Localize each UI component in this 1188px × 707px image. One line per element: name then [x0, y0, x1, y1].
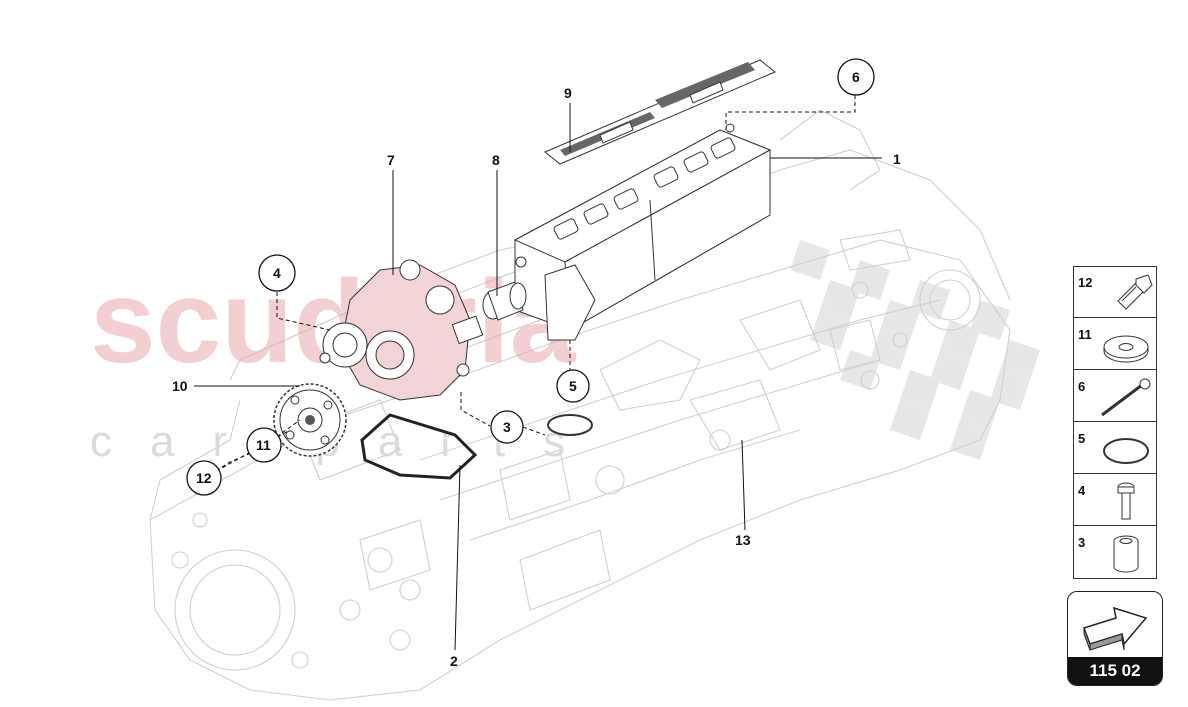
callout-1-label: 1 [893, 151, 901, 167]
callout-4-label: 4 [273, 265, 281, 281]
part-2-gasket [360, 413, 478, 480]
callout-2-label: 2 [450, 653, 458, 669]
legend-number: 11 [1078, 327, 1092, 342]
callout-13[interactable]: 13 [735, 532, 751, 548]
callout-12-label: 12 [196, 470, 212, 486]
part-10-sprocket [273, 383, 347, 457]
legend-number: 6 [1078, 379, 1086, 394]
legend-number: 3 [1078, 535, 1086, 550]
part-5-o-ring [547, 414, 593, 436]
legend-number: 4 [1078, 483, 1086, 498]
watermark-brand: scuderia [90, 256, 577, 388]
callout-7[interactable]: 7 [387, 152, 395, 168]
bolt-icon [1117, 274, 1153, 310]
part-7-oil-pump [319, 259, 484, 401]
callout-10[interactable]: 10 [172, 378, 188, 394]
callout-5[interactable]: 5 [556, 369, 590, 403]
leader-lines [194, 95, 882, 651]
washer-icon [1103, 335, 1149, 363]
callout-12[interactable]: 12 [186, 460, 222, 496]
callout-6-label: 6 [852, 69, 860, 85]
legend-row-long-bolt[interactable]: 6 [1074, 371, 1156, 422]
callout-6[interactable]: 6 [837, 58, 875, 96]
fastener-legend: 12 11 6 5 4 3 [1073, 266, 1157, 579]
callout-8[interactable]: 8 [492, 152, 500, 168]
callout-4[interactable]: 4 [258, 254, 296, 292]
part-9-screen-gasket [544, 59, 776, 165]
legend-number: 12 [1078, 275, 1093, 290]
legend-row-washer[interactable]: 11 [1074, 319, 1156, 370]
callout-11[interactable]: 11 [246, 427, 282, 463]
legend-row-o-ring[interactable]: 5 [1074, 423, 1156, 474]
callout-3[interactable]: 3 [490, 410, 524, 444]
callout-5-label: 5 [569, 378, 577, 394]
engine-block [149, 109, 1011, 701]
checkered-flag-watermark [790, 240, 1040, 460]
callout-9-label: 9 [564, 85, 572, 101]
callout-7-label: 7 [387, 152, 395, 168]
o-ring-icon [1103, 438, 1149, 464]
callout-10-label: 10 [172, 378, 188, 394]
callout-3-label: 3 [503, 419, 511, 435]
callout-2[interactable]: 2 [450, 653, 458, 669]
sleeve-icon [1113, 535, 1139, 573]
callout-11-label: 11 [256, 437, 271, 453]
page-reference-button[interactable]: 115 02 [1067, 591, 1163, 686]
legend-row-bolt[interactable]: 12 [1074, 267, 1156, 318]
callout-13-label: 13 [735, 532, 751, 548]
legend-row-sleeve[interactable]: 3 [1074, 527, 1156, 578]
callout-8-label: 8 [492, 152, 500, 168]
long-bolt-icon [1101, 378, 1151, 417]
callout-9[interactable]: 9 [564, 85, 572, 101]
legend-number: 5 [1078, 431, 1086, 446]
page-reference-label: 115 02 [1068, 657, 1162, 685]
part-1-oil-housing [513, 123, 772, 341]
legend-row-screw[interactable]: 4 [1074, 475, 1156, 526]
watermark-sub: car parts [90, 417, 603, 466]
screw-icon [1117, 482, 1135, 520]
callout-1[interactable]: 1 [893, 151, 901, 167]
arrow-3d-icon [1083, 606, 1148, 651]
